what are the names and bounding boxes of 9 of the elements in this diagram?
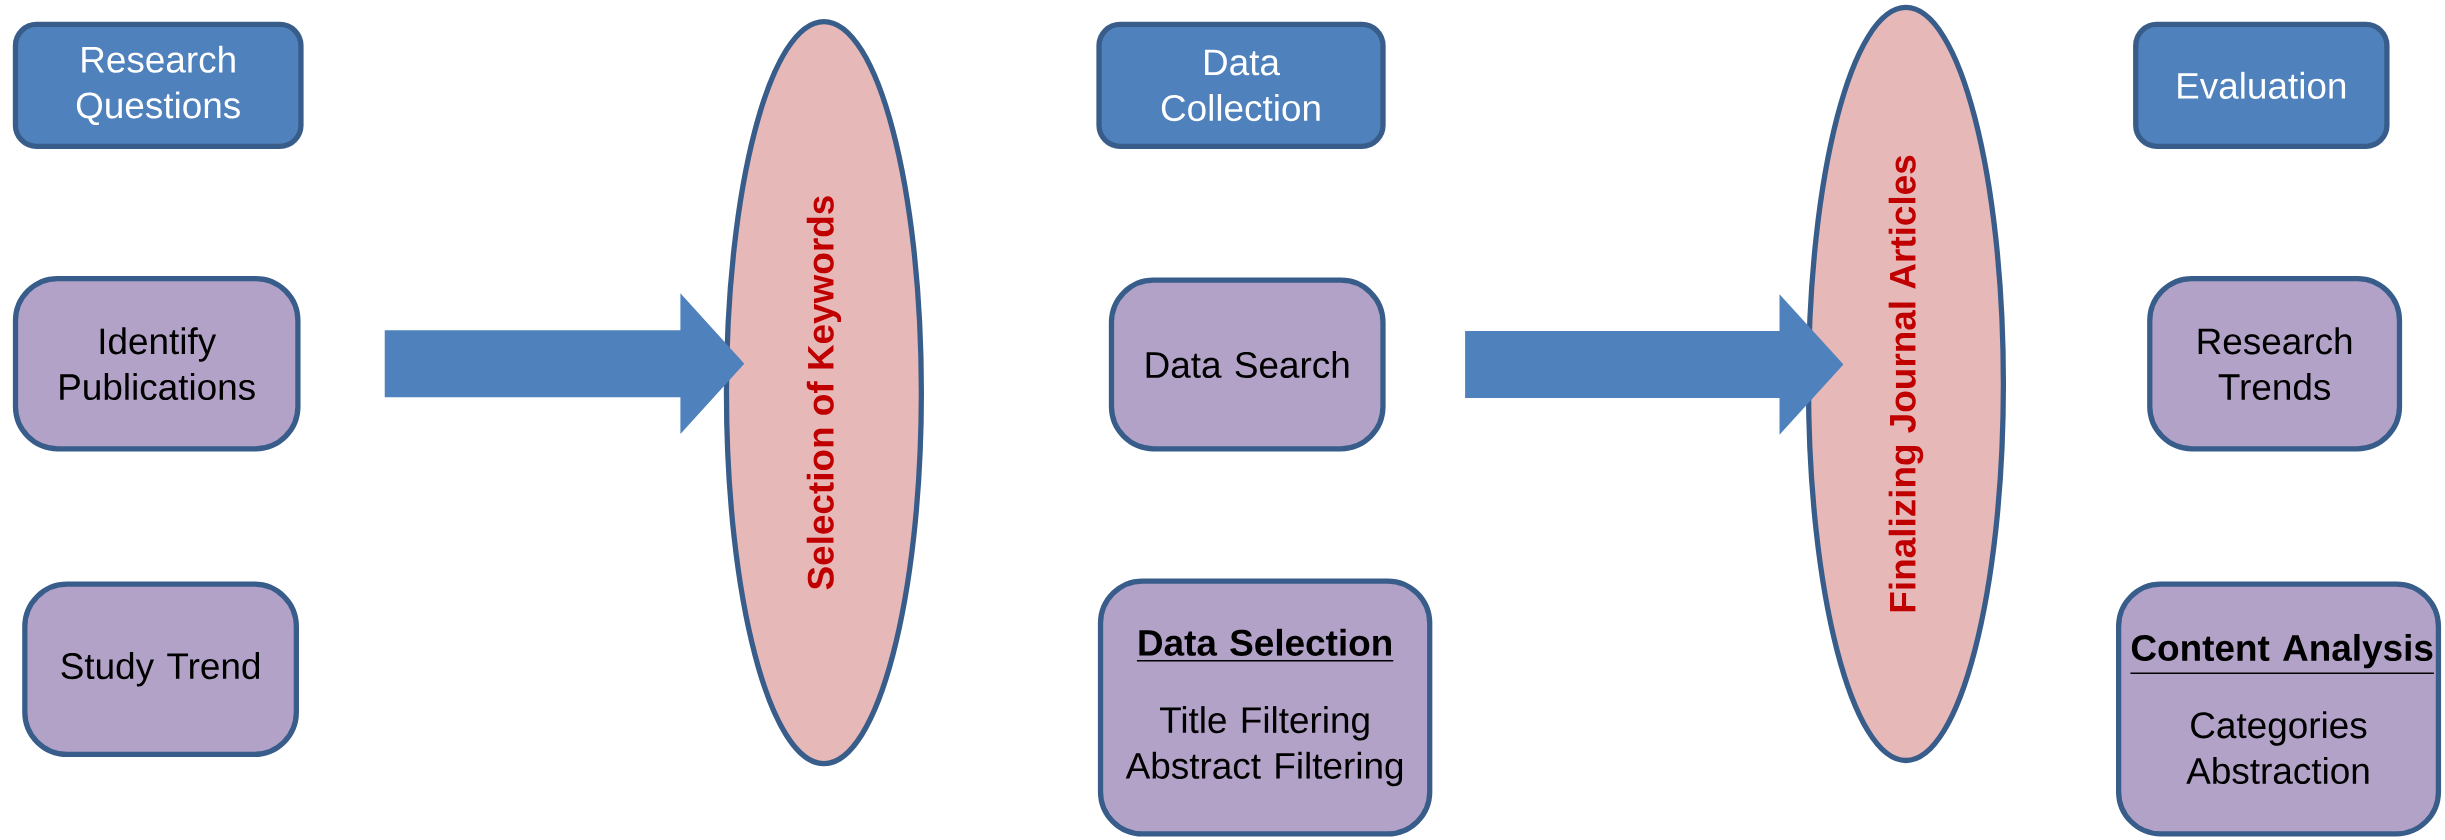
- stage-header-box: Research Questions: [12, 21, 304, 149]
- process-box: Study Trend: [22, 581, 299, 758]
- stage-header-box: Data Collection: [1096, 21, 1386, 149]
- process-box: Research Trends: [2147, 275, 2403, 452]
- process-box: Identify Publications: [12, 275, 301, 452]
- process-box: Data Search: [1108, 277, 1386, 452]
- process-box: Data Selection Title Filtering Abstract Filtering: [1097, 578, 1433, 837]
- process-box: Content Analysis Categories Abstraction: [2116, 581, 2442, 837]
- stage-header-box: Evaluation: [2133, 21, 2390, 149]
